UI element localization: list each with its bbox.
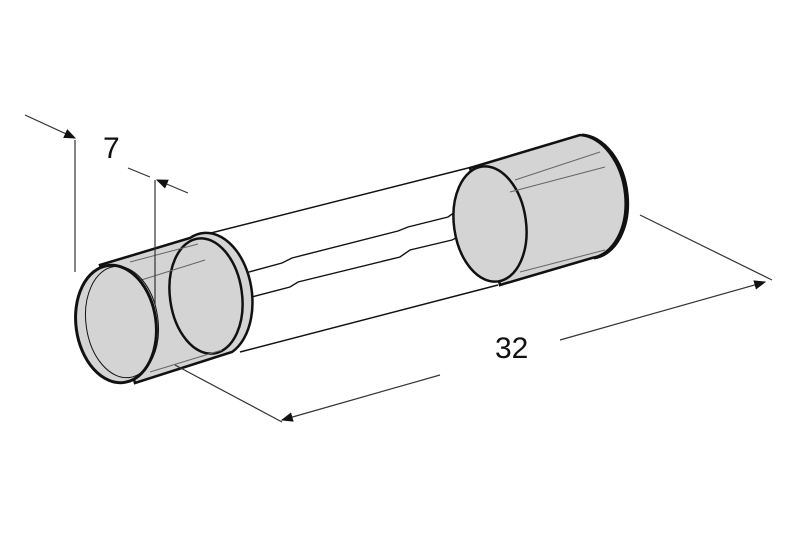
length-dimension [174,214,773,423]
length-label: 32 [495,332,529,365]
right-end-cap [452,133,630,287]
left-end-cap [74,231,254,385]
glass-tube [194,166,499,353]
diameter-label: 7 [103,132,120,165]
diameter-dimension [24,114,189,305]
